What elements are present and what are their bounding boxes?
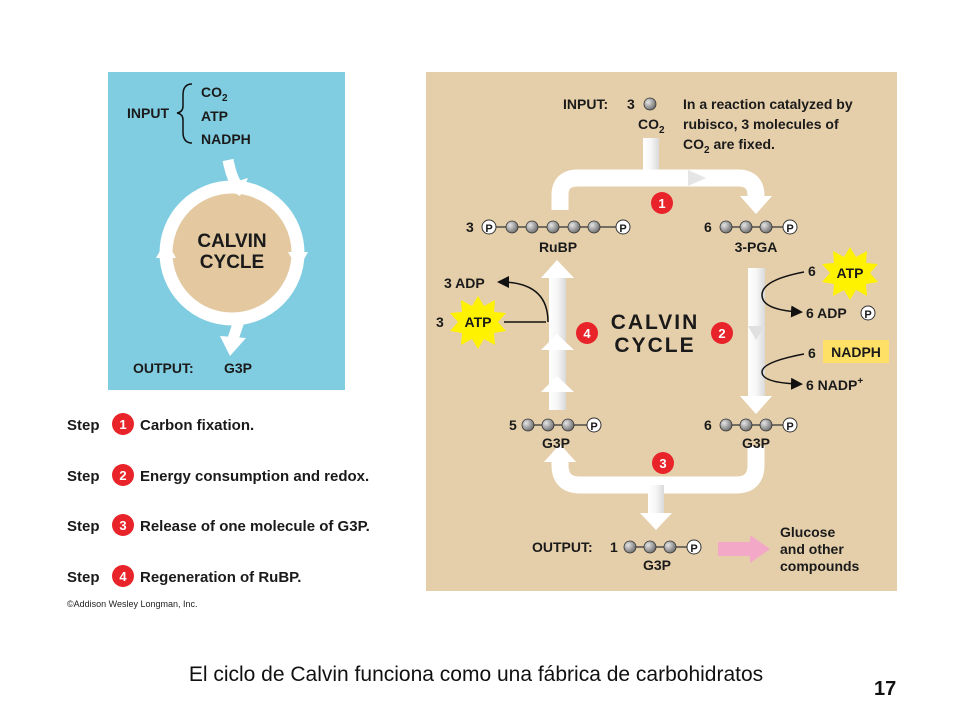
- g3p-left-molecule: 5 P G3P: [509, 417, 602, 451]
- svg-text:P: P: [619, 223, 626, 235]
- cycle-arrows: [541, 138, 772, 530]
- svg-text:Energy consumption and redox.: Energy consumption and redox.: [140, 468, 369, 485]
- products-line-2: and other: [780, 541, 844, 557]
- cycle-step-1: 1: [651, 192, 673, 214]
- svg-text:1: 1: [119, 417, 126, 432]
- left-cycle-arrowhead-right: [288, 252, 308, 270]
- rubp-molecule: 3 P P RuBP: [466, 219, 631, 255]
- step-3: Step 3 Release of one molecule of G3P.: [67, 514, 370, 536]
- left-input-atp: ATP: [201, 108, 228, 124]
- atp-left-label: ATP: [465, 314, 492, 330]
- svg-text:6: 6: [704, 219, 712, 235]
- left-output-label: OUTPUT:: [133, 360, 194, 376]
- svg-text:G3P: G3P: [542, 435, 570, 451]
- adp-release-arrow: [497, 276, 549, 323]
- step-list: Step 1 Carbon fixation. Step 2 Energy co…: [67, 413, 370, 587]
- svg-text:Regeneration of RuBP.: Regeneration of RuBP.: [140, 569, 301, 586]
- nadph-count: 6: [808, 345, 816, 361]
- right-output-label: OUTPUT:: [532, 539, 593, 555]
- cycle-step-3: 3: [652, 452, 674, 474]
- svg-text:2: 2: [119, 468, 126, 483]
- left-cycle-title-2: CYCLE: [200, 252, 264, 273]
- right-input-count: 3: [627, 96, 635, 112]
- step-1: Step 1 Carbon fixation.: [67, 413, 254, 435]
- left-input-label: INPUT: [127, 105, 169, 121]
- products-line-3: compounds: [780, 558, 860, 574]
- copyright: ©Addison Wesley Longman, Inc.: [67, 599, 198, 609]
- svg-text:6: 6: [704, 417, 712, 433]
- rubisco-note-2: rubisco, 3 molecules of: [683, 116, 839, 132]
- svg-text:G3P: G3P: [643, 557, 671, 573]
- left-output-value: G3P: [224, 360, 252, 376]
- slide-caption: El ciclo de Calvin funciona como una fáb…: [188, 663, 764, 686]
- svg-text:P: P: [786, 421, 793, 433]
- svg-text:G3P: G3P: [742, 435, 770, 451]
- left-input-nadph: NADPH: [201, 131, 251, 147]
- svg-text:1: 1: [658, 196, 665, 211]
- svg-text:5: 5: [509, 417, 517, 433]
- svg-text:P: P: [690, 543, 697, 555]
- svg-text:P: P: [786, 223, 793, 235]
- products-arrow: [718, 535, 770, 563]
- atp-right-starburst: [822, 247, 878, 300]
- nadph-label: NADPH: [831, 344, 881, 360]
- atp-right-count: 6: [808, 263, 816, 279]
- svg-text:P: P: [485, 223, 492, 235]
- svg-text:RuBP: RuBP: [539, 239, 577, 255]
- cycle-step-2: 2: [711, 322, 733, 344]
- svg-text:2: 2: [718, 326, 725, 341]
- left-cycle-arrowhead-left: [156, 240, 176, 258]
- rubisco-note-3: CO2 are fixed.: [683, 136, 775, 156]
- output-g3p-molecule: P G3P: [623, 539, 702, 573]
- left-input-arrowhead: [222, 178, 248, 196]
- page-number: 17: [874, 678, 897, 700]
- atp-consume-arrow: [761, 271, 805, 318]
- rubisco-note-1: In a reaction catalyzed by: [683, 96, 853, 112]
- adp-top-label: 3 ADP: [444, 275, 485, 291]
- svg-text:3: 3: [119, 518, 126, 533]
- svg-text:P: P: [590, 421, 597, 433]
- adp-phosphate: [860, 305, 876, 321]
- svg-text:Release of one molecule of G3P: Release of one molecule of G3P.: [140, 518, 370, 535]
- right-cycle-title-2: CYCLE: [614, 334, 695, 357]
- svg-text:3: 3: [466, 219, 474, 235]
- svg-text:Step: Step: [67, 518, 100, 535]
- nadph-box: [823, 340, 889, 363]
- svg-text:Step: Step: [67, 417, 100, 434]
- svg-text:Step: Step: [67, 468, 100, 485]
- adp-right-label: 6 ADP: [806, 305, 847, 321]
- svg-text:P: P: [864, 309, 871, 321]
- right-output-count: 1: [610, 539, 618, 555]
- products-line-1: Glucose: [780, 524, 835, 540]
- nadph-consume-arrow: [761, 353, 805, 390]
- right-cycle-title-1: CALVIN: [611, 311, 700, 334]
- input-brace: [176, 83, 193, 144]
- svg-text:Carbon fixation.: Carbon fixation.: [140, 417, 254, 434]
- svg-text:3: 3: [659, 456, 666, 471]
- right-input-co2: CO2: [638, 116, 665, 136]
- left-cycle-title-1: CALVIN: [197, 231, 266, 252]
- atp-left-starburst: [450, 296, 506, 349]
- left-output-arrowhead: [220, 336, 246, 356]
- step-2: Step 2 Energy consumption and redox.: [67, 464, 369, 486]
- pga-molecule: 6 P 3-PGA: [704, 219, 798, 255]
- atp-right-label: ATP: [837, 265, 864, 281]
- atp-left-count: 3: [436, 314, 444, 330]
- nadp-label: 6 NADP+: [806, 376, 863, 393]
- svg-text:Step: Step: [67, 569, 100, 586]
- svg-text:3-PGA: 3-PGA: [735, 239, 778, 255]
- co2-ball: [643, 97, 657, 111]
- left-input-co2: CO2: [201, 84, 228, 104]
- right-input-label: INPUT:: [563, 96, 608, 112]
- svg-text:4: 4: [119, 569, 127, 584]
- left-cycle-center: [172, 193, 292, 313]
- cycle-step-4: 4: [576, 322, 598, 344]
- svg-text:4: 4: [583, 326, 591, 341]
- g3p-right-molecule: 6 P G3P: [704, 417, 798, 451]
- step-4: Step 4 Regeneration of RuBP.: [67, 565, 301, 587]
